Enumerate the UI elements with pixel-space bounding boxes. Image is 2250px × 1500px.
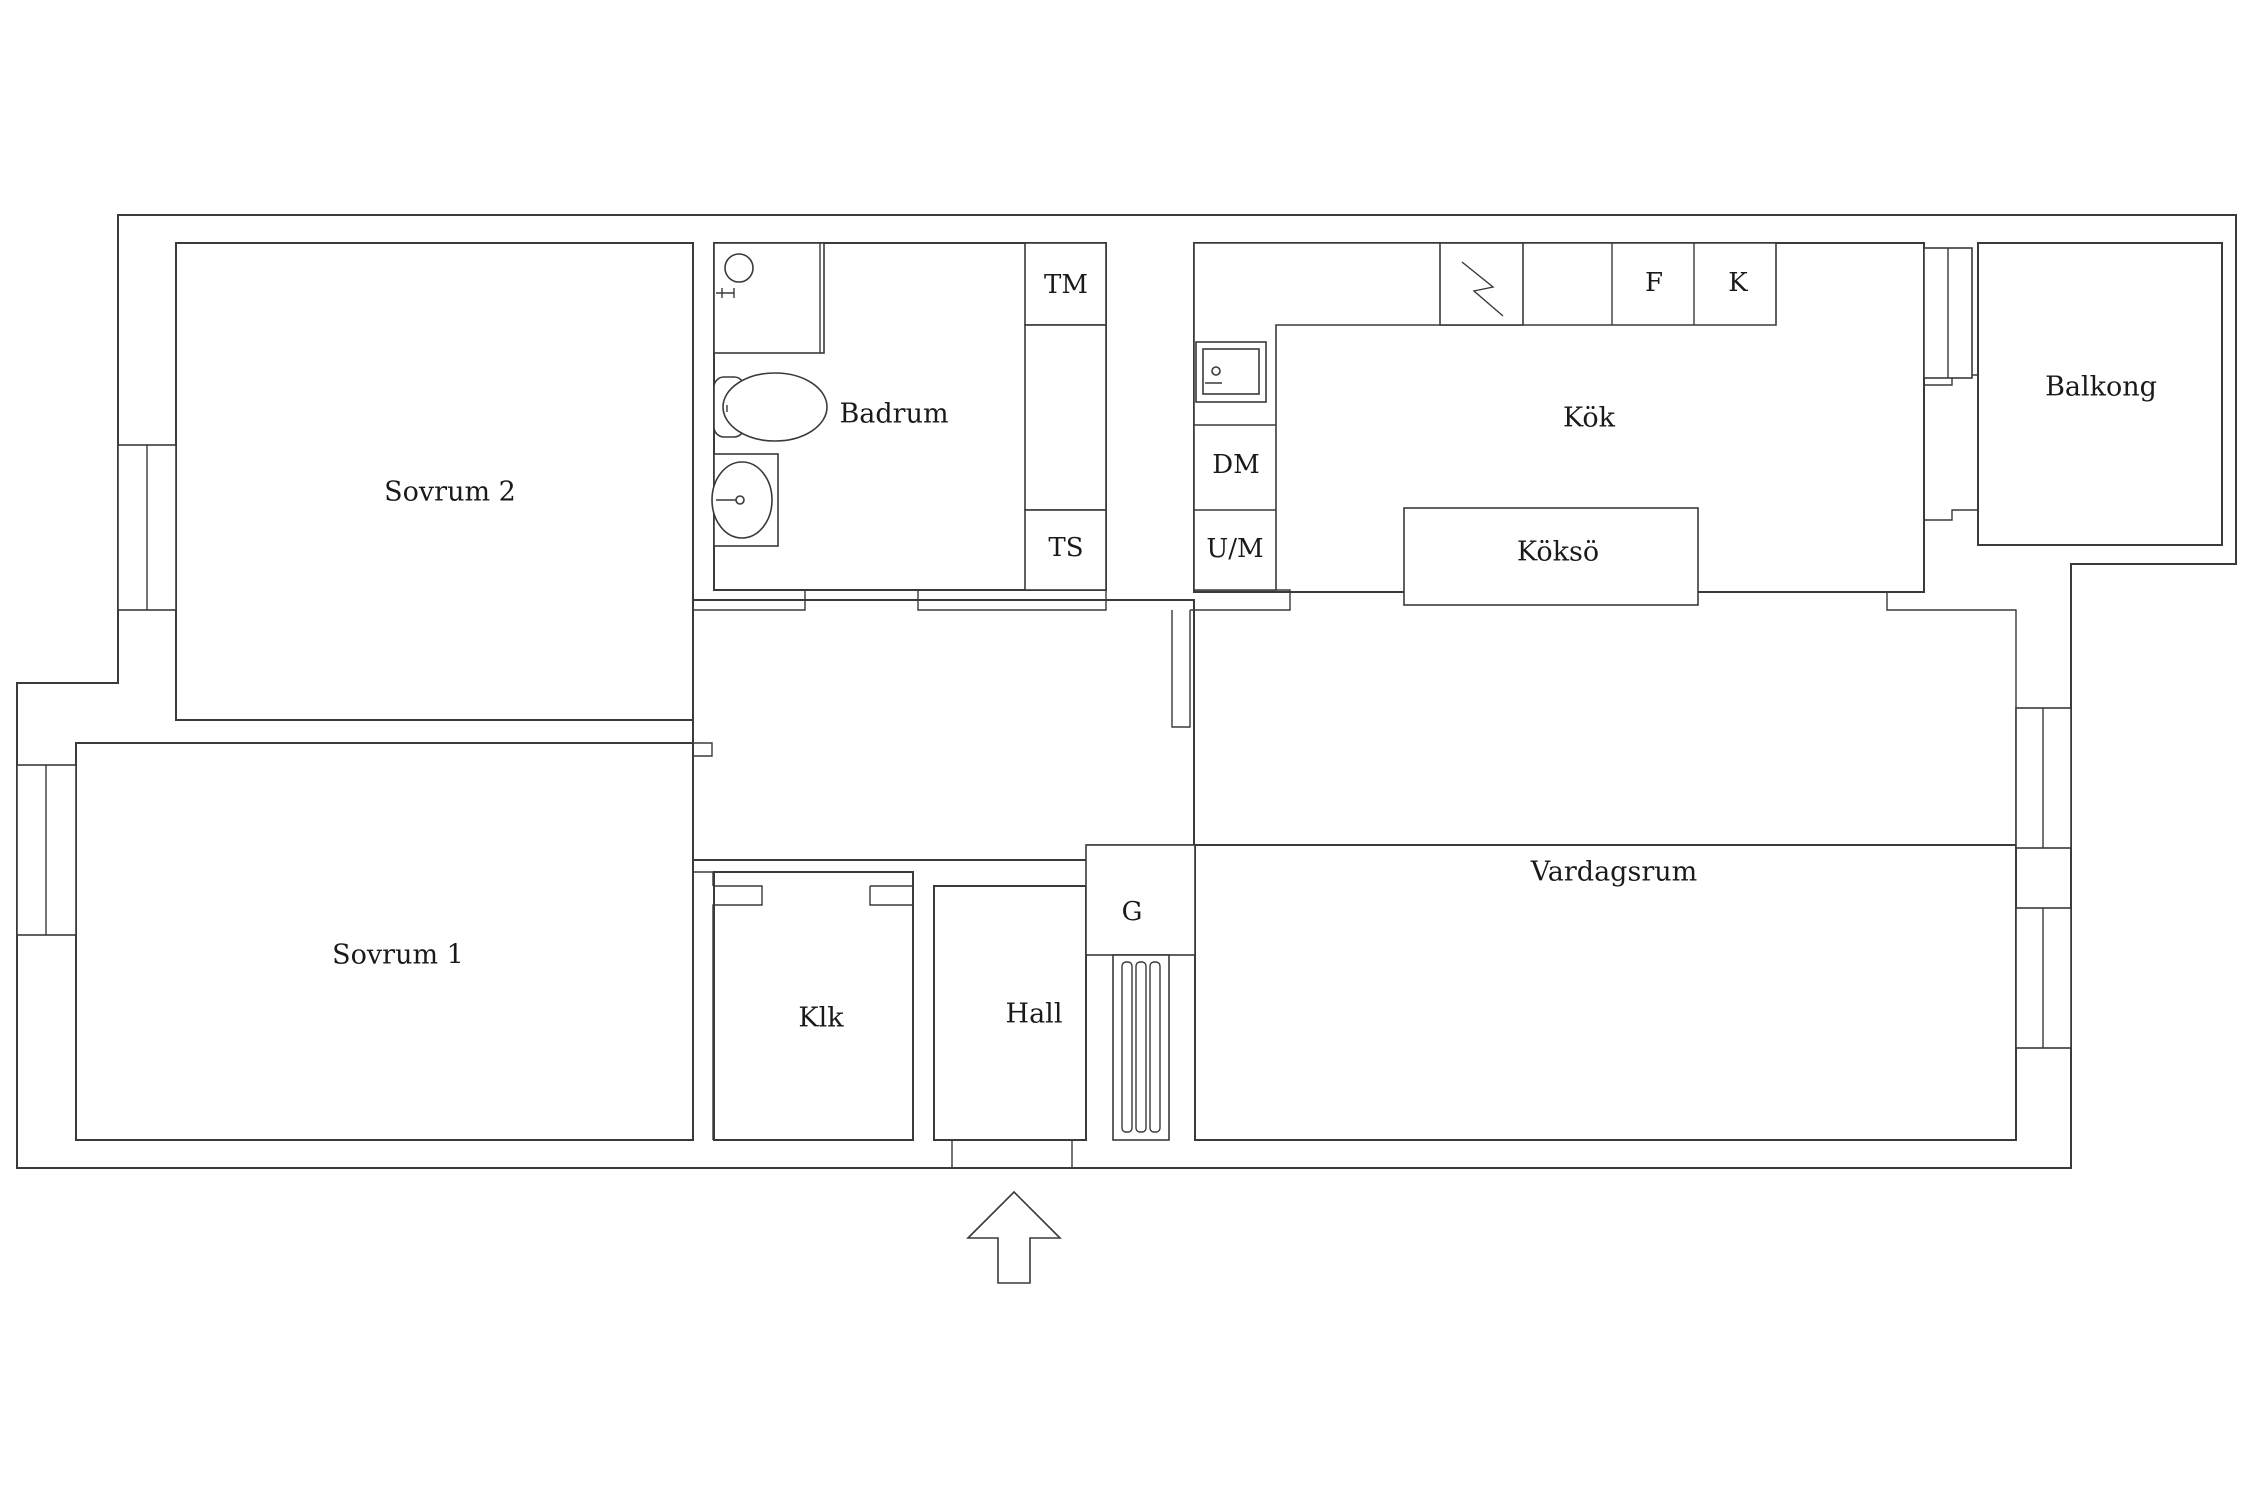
- fixture-label-k: K: [1728, 268, 1748, 298]
- entrance-arrow-icon: [966, 1190, 1062, 1284]
- room-label-klk: Klk: [798, 1002, 844, 1034]
- fixture-label-um: U/M: [1206, 534, 1264, 564]
- sink-icon: [1195, 341, 1267, 403]
- fixture-label-f: F: [1644, 268, 1664, 298]
- fixture-label-dm: DM: [1212, 450, 1260, 480]
- room-label-vardagsrum: Vardagsrum: [1530, 856, 1698, 888]
- radiator-icon: [1112, 954, 1170, 1141]
- fixture-label-g: G: [1121, 897, 1143, 927]
- room-label-balkong: Balkong: [2045, 371, 2157, 403]
- kitchen-island: [1403, 507, 1699, 606]
- stove-icon: [1439, 242, 1524, 326]
- shower-icon: [713, 242, 825, 354]
- room-label-kok: Kök: [1562, 402, 1616, 434]
- room-label-koks: Köksö: [1516, 536, 1600, 568]
- washbasin-icon: [711, 453, 779, 547]
- toilet-icon: [713, 372, 828, 442]
- walls: [16, 214, 2237, 1169]
- fixture-label-tm: TM: [1044, 270, 1088, 300]
- room-label-sovrum-1: Sovrum 1: [332, 939, 464, 971]
- fixture-label-ts: TS: [1048, 533, 1084, 563]
- room-label-badrum: Badrum: [839, 398, 949, 430]
- windows: [16, 247, 2072, 1049]
- room-label-sovrum-2: Sovrum 2: [384, 476, 516, 508]
- bathroom-cabinets: [1024, 242, 1107, 591]
- room-label-hall: Hall: [1005, 998, 1063, 1030]
